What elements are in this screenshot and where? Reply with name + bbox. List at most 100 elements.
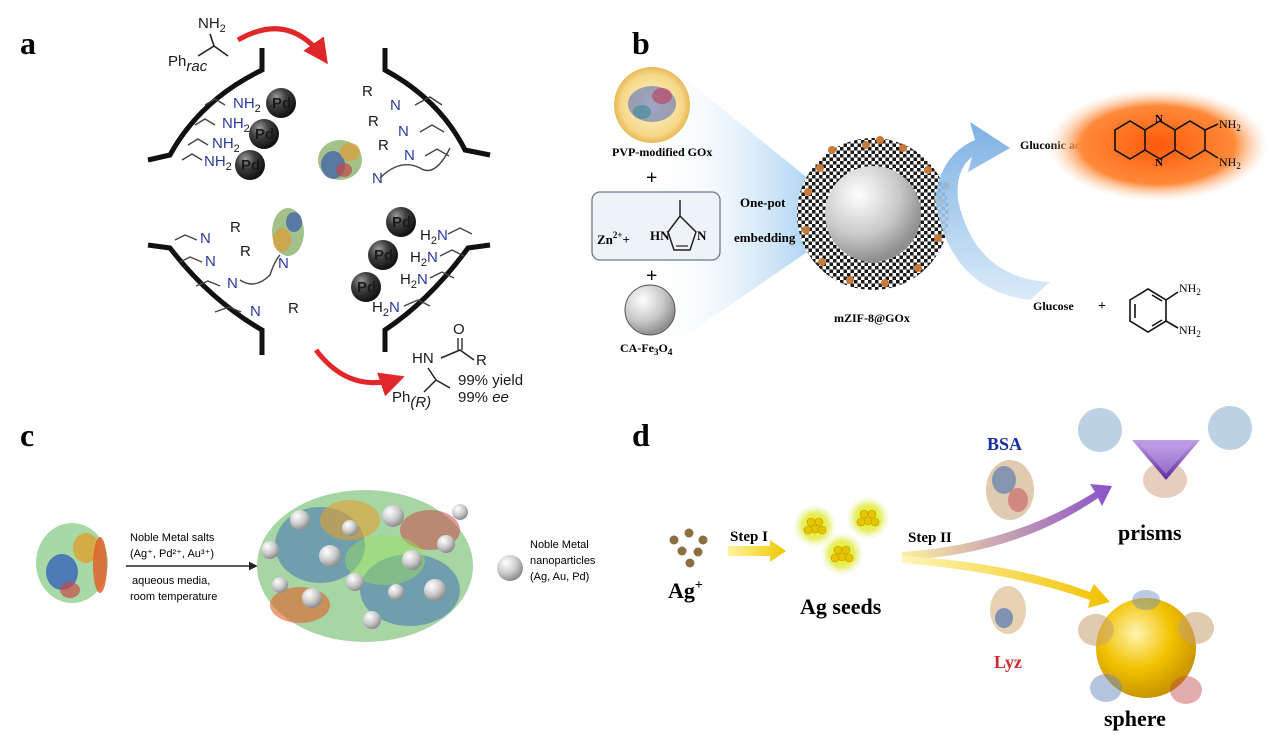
step-2-label: Step II [908,530,952,546]
bsa-protein [986,460,1034,520]
product-r: R [476,352,487,369]
protein-nanoparticle-composite [257,490,473,642]
product-ph: Ph(R) [392,389,431,411]
embedding-label: embedding [734,230,796,245]
imine-n-9: N [278,255,289,272]
nh2-label-4: NH2 [204,153,232,173]
panel-a: a NH2 Phrac NH2 NH2 NH2 NH2 [20,15,523,411]
racemic-amine-molecule: NH2 Phrac [168,15,229,75]
imine-n-3: N [404,147,415,164]
imine-groups-bottom-left: N R N R N N R N [174,219,299,320]
opd-nh2-top: NH2 [1179,281,1201,297]
aqueous-media-label: aqueous media, [132,575,210,587]
pd-label-2: Pd [255,126,274,143]
o-phenylenediamine-structure [1129,288,1179,333]
h2n-label-4: H2N [372,299,400,319]
glucose-label: Glucose [1033,299,1074,313]
rac-amine-ph: Phrac [168,53,208,75]
zn-imidazole-box [591,191,721,261]
arrow-to-prisms [902,484,1112,560]
imine-groups-top-right: R N R N R N N [362,83,451,187]
lyz-protein [990,586,1026,634]
h2n-label-2: H2N [410,249,438,269]
panel-a-label: a [20,25,36,61]
mesopore-walls [147,48,491,355]
dap-nh2-top: NH2 [1219,117,1241,133]
ca-fe3o4-label: CA-Fe3O4 [620,341,673,357]
ag-ion-dots [669,528,708,568]
pd-label-1: Pd [272,95,291,112]
prisms-label: prisms [1118,520,1182,545]
dap-nh2-bottom: NH2 [1219,155,1241,171]
lyz-label: Lyz [994,652,1022,672]
enzyme-protein-top [318,140,362,180]
imine-n-7: N [227,275,238,292]
imine-n-6: N [205,253,216,270]
pd-label-5: Pd [374,247,393,264]
imidazole-hn: HN [650,228,670,243]
protein-ribbon-small [36,523,108,603]
one-pot-label: One-pot [740,195,786,210]
pd-label-4: Pd [392,214,411,231]
h2n-label-1: H2N [420,227,448,247]
imidazole-n: N [697,228,707,243]
methylimidazole-structure: HN N [650,200,707,251]
panel-d: d Ag+ Step I Ag seeds Step II BSA [632,406,1252,731]
step-1-arrow [728,540,786,562]
mzif8-gox-particle [797,136,950,290]
h2n-label-3: H2N [400,271,428,291]
product-amide-molecule: O R HN Ph(R) 99% yield 99% ee [392,321,523,411]
sphere-nanoparticle [1078,590,1214,704]
plus-1: + [646,167,657,189]
amine-chains-top-left [181,98,226,161]
np-label-1: Noble Metal [530,539,589,551]
imine-r-2: R [368,113,379,130]
panel-b-label: b [632,25,650,61]
panel-c: c Noble Metal salts (Ag⁺, Pd²⁺, Au³⁺) aq… [20,417,596,642]
imine-n-4: N [372,170,383,187]
imine-n-8: N [250,303,261,320]
nanoparticle-legend-sphere [497,555,523,581]
product-hn: HN [412,350,434,367]
ee-label: 99% ee [458,389,509,406]
reaction-cone [650,50,810,360]
mzif8-gox-label: mZIF-8@GOx [834,311,910,325]
pvp-gox-label: PVP-modified GOx [612,145,712,159]
amine-chains-bottom-right: H2N H2N H2N H2N [372,227,473,319]
nh2-label-3: NH2 [212,135,240,155]
phenazine-n-top: N [1155,113,1163,125]
opd-nh2-bottom: NH2 [1179,323,1201,339]
panel-d-label: d [632,417,650,453]
enzyme-protein-bottom [272,208,304,256]
metal-ions-label: (Ag⁺, Pd²⁺, Au³⁺) [130,548,214,560]
pvp-gox-particle [614,67,690,143]
red-arrow-bottom [314,348,405,397]
rac-amine-nh: NH2 [198,15,226,35]
bsa-label: BSA [987,434,1022,454]
diaminophenazine-structure [1114,120,1219,160]
imine-r-8: R [288,300,299,317]
curved-reaction-arrow [935,122,1050,300]
ca-fe3o4-sphere [624,284,676,336]
imine-r-5: R [230,219,241,236]
np-label-2: nanoparticles [530,555,596,567]
zn-ion-label: Zn2++ [597,230,630,247]
step-1-label: Step I [730,529,768,545]
imine-n-2: N [398,123,409,140]
pd-label-6: Pd [357,279,376,296]
panel-c-label: c [20,417,34,453]
pd-cluster-bottom: Pd Pd Pd [351,207,416,302]
pd-cluster-top: Pd Pd Pd [235,88,296,180]
yield-label: 99% yield [458,372,523,389]
np-label-3: (Ag, Au, Pd) [530,571,589,583]
pd-label-3: Pd [241,157,260,174]
nh2-label-2: NH2 [222,115,250,135]
noble-metal-salts-label: Noble Metal salts [130,532,215,544]
nh2-label-1: NH2 [233,95,261,115]
ag-ion-label: Ag+ [668,578,703,603]
imine-n-5: N [200,230,211,247]
imine-n-1: N [390,97,401,114]
red-arrow-top [236,26,328,65]
product-o: O [453,321,465,338]
